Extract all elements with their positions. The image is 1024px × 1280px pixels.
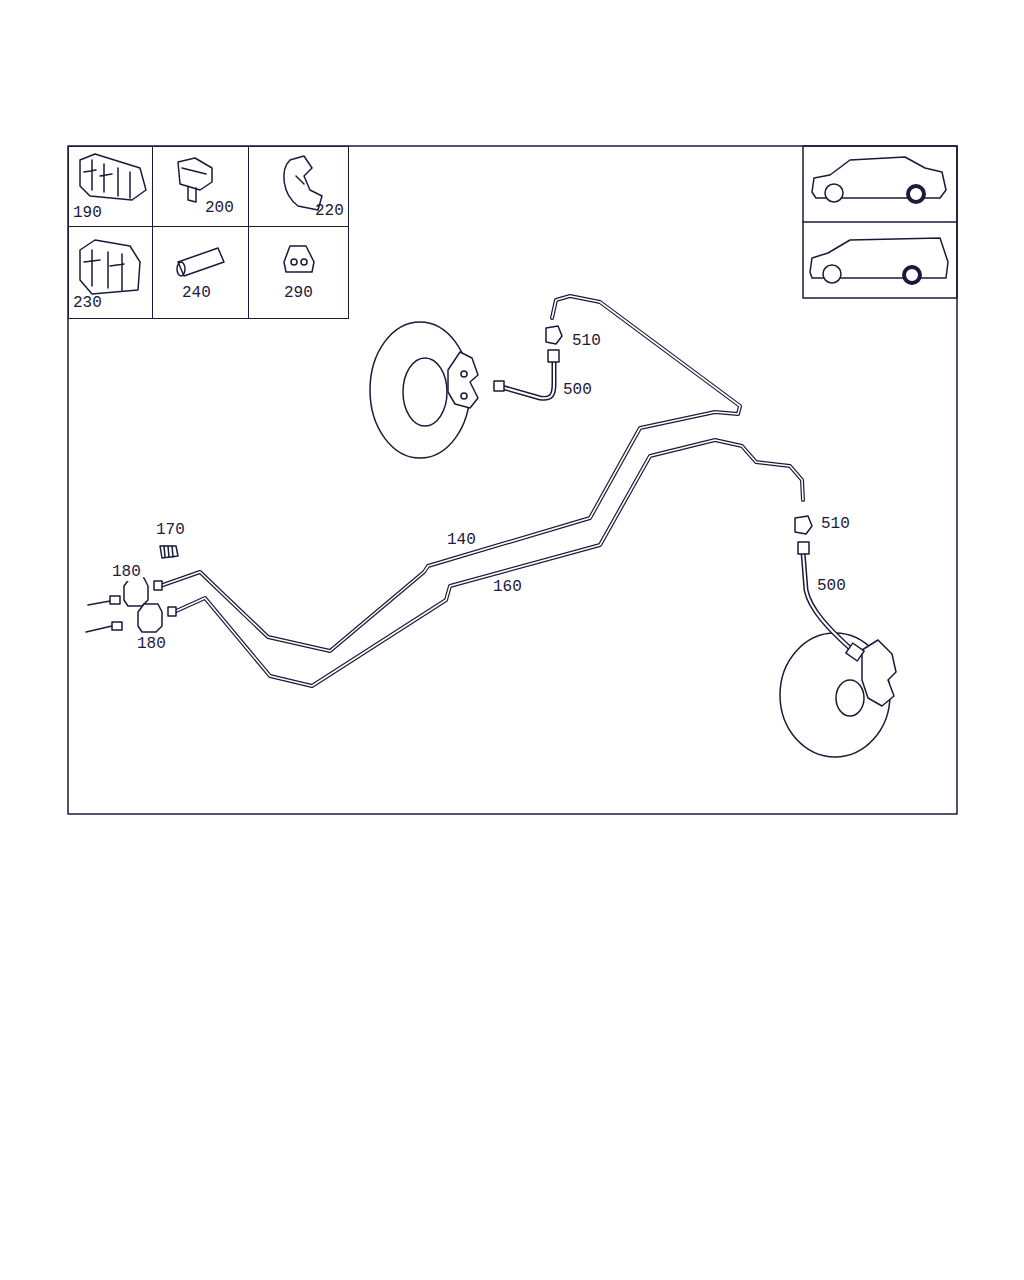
part-number: 190: [73, 205, 102, 221]
diagram-frame: [68, 146, 957, 814]
callout-number: 180: [135, 635, 168, 653]
hex-nut: [138, 604, 162, 632]
brake-line-160: [174, 440, 803, 686]
part-number: 290: [284, 285, 313, 301]
spring-plug: [160, 546, 178, 558]
callout-number: 500: [815, 577, 848, 595]
part-cell: 240: [152, 226, 249, 319]
callout-number: 140: [445, 531, 478, 549]
part-number: 220: [315, 203, 344, 219]
hose-clip: [546, 326, 562, 344]
callout-number: 510: [819, 515, 852, 533]
part-cell: 190: [68, 146, 153, 227]
sleeve-icon: [178, 248, 224, 276]
clip-icon: [80, 154, 146, 200]
hex-nut: [124, 578, 148, 606]
clip-icon: [178, 158, 212, 202]
callout-number: 510: [570, 332, 603, 350]
brake-line-140: [160, 296, 740, 651]
grommet-icon: [284, 246, 314, 272]
brake-caliper: [862, 640, 896, 706]
part-number: 200: [205, 200, 234, 216]
callout-number: 180: [110, 563, 143, 581]
part-cell: 220: [248, 146, 349, 227]
clip-icon: [284, 156, 322, 210]
vehicle-panel: [803, 146, 957, 298]
part-cell: 230: [68, 226, 153, 319]
callout-number: 170: [154, 521, 187, 539]
part-cell: 290: [248, 226, 349, 319]
brake-caliper: [448, 352, 478, 408]
part-number: 230: [73, 295, 102, 311]
part-number: 240: [182, 285, 211, 301]
part-cell: 200: [152, 146, 249, 227]
hose-clip: [795, 516, 812, 534]
clip-icon: [80, 240, 140, 294]
callout-number: 500: [561, 381, 594, 399]
callout-number: 160: [491, 578, 524, 596]
